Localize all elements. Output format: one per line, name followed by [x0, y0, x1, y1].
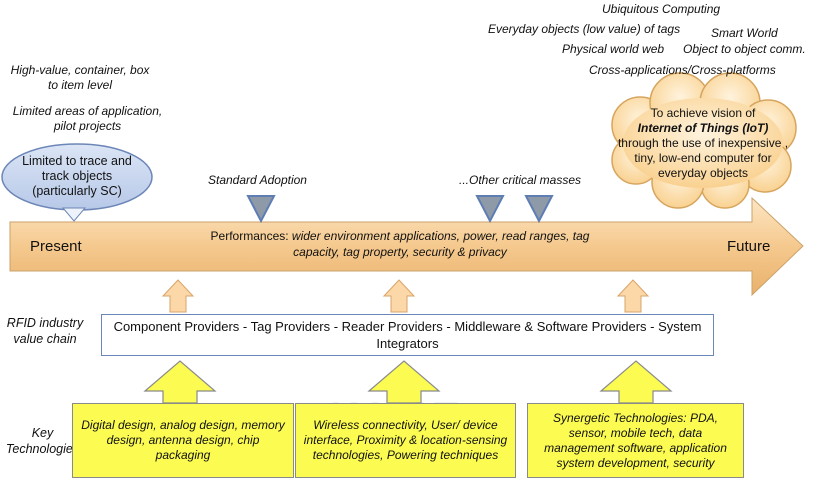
tech-box-3-text: Synergetic Technologies: PDA, sensor, mo…: [544, 410, 727, 470]
tech-box-2: Wireless connectivity, User/ device inte…: [295, 403, 516, 478]
note-physical-web: Physical world web: [562, 42, 665, 56]
label-standard-adoption: Standard Adoption: [208, 173, 307, 187]
iot-cloud-text: To achieve vision of Internet of Things …: [613, 106, 793, 181]
value-chain-text: Component Providers - Tag Providers - Re…: [113, 319, 702, 351]
note-smart-world: Smart World: [711, 26, 778, 40]
present-bubble-text: Limited to trace and track objects (part…: [22, 154, 132, 198]
note-object-comm: Object to object comm.: [683, 42, 806, 56]
value-chain-box: Component Providers - Tag Providers - Re…: [101, 314, 714, 356]
performances-prefix: Performances:: [210, 229, 292, 243]
cloud-line1: To achieve vision of: [650, 106, 756, 120]
tech-box-1-text: Digital design, analog design, memory de…: [81, 418, 285, 462]
milestone-other-1: [475, 195, 505, 224]
tech-box-1: Digital design, analog design, memory de…: [72, 403, 294, 478]
iot-cloud-shape: [611, 72, 797, 209]
label-future: Future: [727, 238, 771, 255]
tech-up-arrows: [143, 360, 673, 404]
performances-text: Performances: wider environment applicat…: [190, 228, 610, 260]
cloud-iot: Internet of Things (IoT): [637, 121, 769, 135]
note-everyday-objects: Everyday objects (low value) of tags: [488, 22, 681, 36]
note-cross: Cross-applications/Cross-platforms: [589, 63, 776, 77]
label-other-masses: ...Other critical masses: [459, 173, 582, 187]
tech-box-2-text: Wireless connectivity, User/ device inte…: [303, 418, 508, 462]
milestone-standard: [246, 195, 276, 224]
note-limited-areas: Limited areas of application, pilot proj…: [12, 104, 163, 133]
tech-box-3: Synergetic Technologies: PDA, sensor, mo…: [527, 403, 744, 478]
label-present: Present: [30, 238, 82, 255]
chain-up-arrows: [161, 279, 650, 313]
milestone-other-2: [524, 195, 554, 224]
timeline-arrow: [9, 196, 804, 297]
note-high-value: High-value, container, box to item level: [10, 63, 150, 92]
value-chain-label: RFID industry value chain: [6, 316, 84, 346]
note-ubiquitous: Ubiquitous Computing: [602, 2, 721, 16]
performances-body: wider environment applications, power, r…: [291, 229, 590, 259]
cloud-line3: through the use of inexpensive , tiny, l…: [617, 136, 789, 180]
present-bubble-pointer: [61, 207, 87, 222]
key-tech-label: Key Technologies: [5, 426, 80, 456]
milestone-markers: [246, 195, 554, 224]
